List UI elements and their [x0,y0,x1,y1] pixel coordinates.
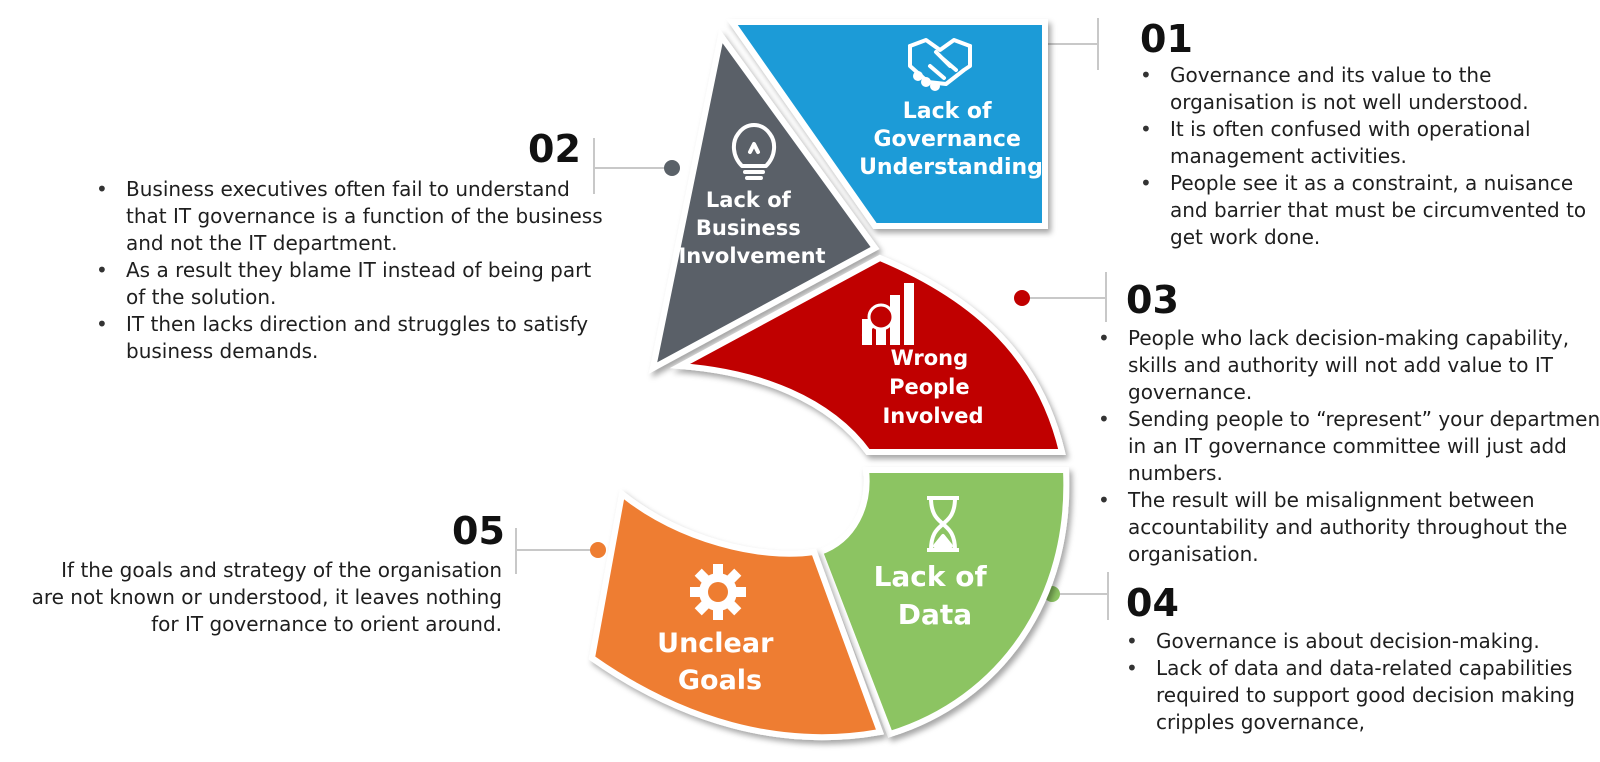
segment-04: Lack of Data [816,467,1070,738]
callout-02-bullet: Business executives often fail to unders… [96,176,612,257]
callout-number-01: 01 [1140,17,1193,61]
bar-chart-magnifier-icon [862,283,914,345]
hourglass-icon [927,496,959,552]
connector-05 [515,528,606,574]
callout-bullets-02: Business executives often fail to unders… [96,176,612,365]
callout-bullets-01: Governance and its value to the organisa… [1140,62,1600,251]
segment-label-03: Wrong People Involved [882,346,983,428]
lightbulb-icon [731,123,777,180]
callout-04-bullet: Lack of data and data-related capabiliti… [1126,655,1600,736]
callout-01-bullet: People see it as a constraint, a nuisanc… [1140,170,1600,251]
connector-dot-05 [590,542,606,558]
callout-02-bullet: As a result they blame IT instead of bei… [96,257,612,311]
callout-number-03: 03 [1126,278,1179,322]
connector-dot-02 [664,160,680,176]
connector-dot-03 [1014,290,1030,306]
callout-01-bullet: It is often confused with operational ma… [1140,116,1600,170]
gear-icon [690,564,746,620]
segment-label-01: Lack of Governance Understanding [859,99,1043,180]
segment-01: Lack of Governance Understanding [726,19,1048,229]
callout-03-bullet: The result will be misalignment between … [1098,487,1600,568]
segment-label-05: Unclear Goals [657,628,783,696]
callout-text-05: If the goals and strategy of the organis… [31,558,502,636]
segment-label-04: Lack of Data [874,560,997,631]
callout-02-bullet: IT then lacks direction and struggles to… [96,311,612,365]
segment-label-02: Lack of Business Involvement [678,188,825,268]
connector-03 [1014,272,1107,322]
handshake-icon [908,38,972,91]
callout-03-bullet: Sending people to “represent” your depar… [1098,406,1600,487]
callout-01-bullet: Governance and its value to the organisa… [1140,62,1600,116]
segment-02: Lack of Business Involvement [648,28,880,374]
callout-bullets-03: People who lack decision-making capabili… [1098,325,1600,568]
callout-03-bullet: People who lack decision-making capabili… [1098,325,1600,406]
callout-number-02: 02 [528,127,581,171]
callout-bullets-04: Governance is about decision-making. Lac… [1126,628,1600,736]
segment-05: Unclear Goals [588,488,885,741]
segment-03: Wrong People Involved [669,254,1066,455]
callout-number-05: 05 [452,509,505,553]
callout-number-04: 04 [1126,581,1179,625]
callout-04-bullet: Governance is about decision-making. [1126,628,1600,655]
